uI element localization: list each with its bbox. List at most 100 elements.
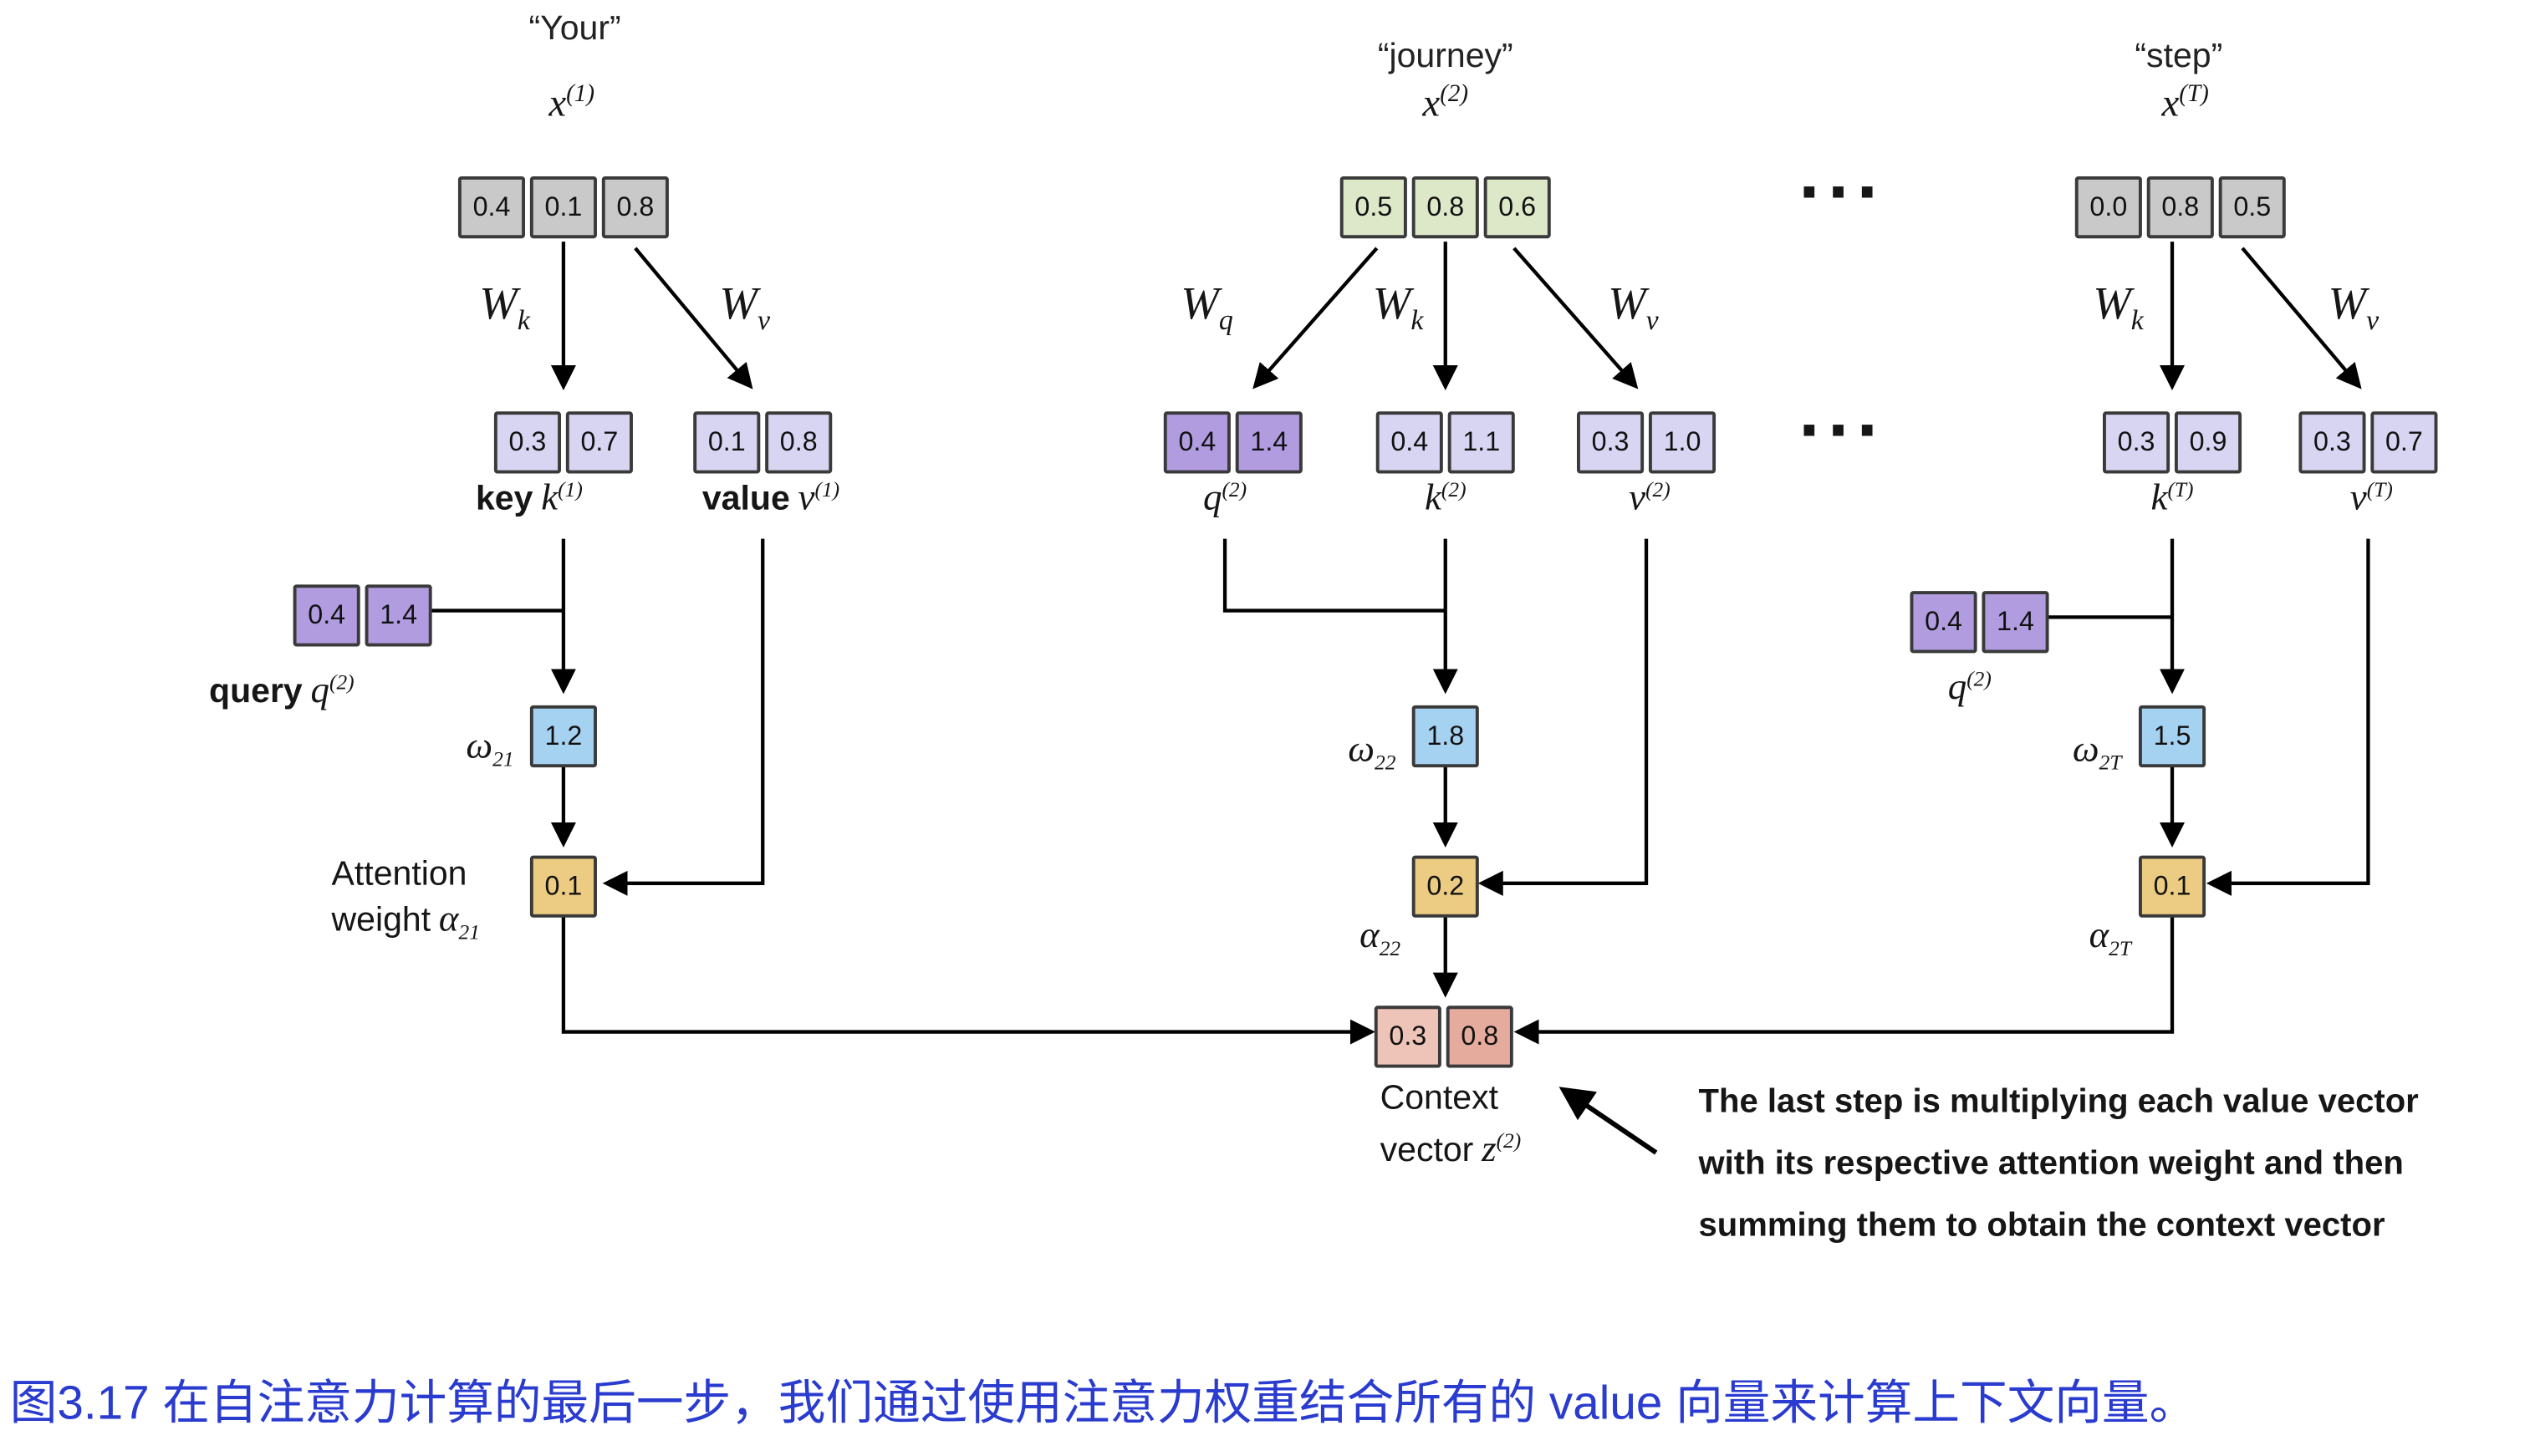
- wv1-label: Wv: [719, 277, 770, 337]
- omega2-subscript: 22: [1375, 749, 1396, 775]
- key1-symbol: k: [541, 476, 559, 518]
- alpha1-symbol: α: [438, 898, 459, 939]
- vT-label: v(T): [2350, 476, 2393, 519]
- k2-superscript: (2): [1441, 476, 1467, 501]
- alphaT-subscript: 2T: [2109, 935, 2132, 960]
- wk3-symbol: W: [2093, 279, 2131, 330]
- vector-cell: 0.4: [1163, 411, 1231, 474]
- attention-weight-cell: 0.1: [2138, 855, 2206, 918]
- wv2-symbol: W: [1608, 279, 1646, 330]
- vector-cell: 1.0: [1648, 411, 1716, 474]
- k2-label: k(2): [1425, 476, 1467, 519]
- vector-cell: 0.4: [293, 584, 360, 647]
- query1-vector: 0.4 1.4: [293, 584, 432, 647]
- wv2-label: Wv: [1608, 277, 1659, 337]
- v2-vector: 0.3 1.0: [1577, 411, 1716, 474]
- wk1-subscript: k: [517, 304, 530, 336]
- context-vector: 0.3 0.8: [1374, 1005, 1513, 1068]
- figure-caption: 图3.17 在自注意力计算的最后一步，我们通过使用注意力权重结合所有的 valu…: [9, 1377, 2197, 1431]
- v2-symbol: v: [1629, 476, 1646, 518]
- ellipsis-mid: ...: [1798, 367, 1886, 453]
- omegaT-label: ω2T: [2073, 728, 2122, 776]
- arrow-value1-to-alpha: [602, 538, 765, 896]
- alpha2-label: α22: [1359, 914, 1400, 962]
- x2-vector: 0.5 0.8 0.6: [1339, 176, 1551, 239]
- annotation-pointer-arrow: [1558, 1087, 1658, 1155]
- vT-vector: 0.3 0.7: [2298, 411, 2438, 474]
- arrow-wq-2: [1252, 247, 1379, 389]
- wq2-label: Wq: [1181, 277, 1233, 337]
- query1-word: query: [209, 672, 303, 710]
- wq2-subscript: q: [1218, 304, 1233, 336]
- key1-superscript: (1): [558, 476, 583, 501]
- wv1-symbol: W: [719, 279, 758, 330]
- context-label-line1: Context: [1380, 1079, 1499, 1117]
- wk3-label: Wk: [2093, 277, 2144, 337]
- line-q2-join: [1222, 538, 1446, 613]
- q2-label: q(2): [1203, 476, 1247, 519]
- key1-word: key: [475, 480, 533, 518]
- wv3-label: Wv: [2329, 277, 2380, 337]
- omega1-subscript: 21: [492, 746, 514, 771]
- wv2-subscript: v: [1645, 304, 1659, 336]
- arrow-v2-to-alpha: [1477, 538, 1649, 896]
- annotation-line3: summing them to obtain the context vecto…: [1698, 1206, 2385, 1245]
- xT-vector: 0.0 0.8 0.5: [2074, 176, 2286, 239]
- wk2-label: Wk: [1373, 277, 1424, 337]
- xT-symbol: x: [2161, 83, 2180, 126]
- token-word-step: “step”: [2135, 37, 2223, 75]
- omegaT-symbol: ω: [2072, 728, 2099, 770]
- value1-symbol: v: [798, 476, 815, 518]
- xT-superscript: (T): [2179, 81, 2209, 108]
- kT-symbol: k: [2150, 476, 2168, 518]
- vector-cell: 0.9: [2174, 411, 2242, 474]
- annotation-line1: The last step is multiplying each value …: [1698, 1082, 2419, 1121]
- query1-symbol: q: [310, 669, 329, 710]
- key1-vector: 0.3 0.7: [493, 411, 633, 474]
- vector-cell: 0.0: [2074, 176, 2142, 239]
- kT-label: k(T): [2150, 476, 2193, 519]
- x1-label: x(1): [548, 82, 594, 128]
- x1-superscript: (1): [566, 81, 595, 108]
- vector-cell: 1.4: [1982, 591, 2049, 654]
- q2-symbol: q: [1202, 476, 1222, 518]
- vector-cell: 0.3: [493, 411, 561, 474]
- vT-superscript: (T): [2366, 476, 2393, 501]
- omega2-box: 1.8: [1411, 705, 1479, 768]
- wk1-symbol: W: [479, 279, 518, 330]
- vector-cell: 0.4: [1910, 591, 1977, 654]
- query3-superscript: (2): [1966, 665, 1992, 691]
- k2-symbol: k: [1424, 476, 1441, 518]
- omega2-label: ω22: [1348, 728, 1395, 776]
- query3-label: q(2): [1948, 666, 1992, 709]
- x2-symbol: x: [1422, 83, 1441, 126]
- alphaT-box: 0.1: [2138, 855, 2206, 918]
- x2-label: x(2): [1422, 82, 1468, 128]
- vector-cell: 1.4: [365, 584, 432, 647]
- alpha1-label-line1: Attention: [331, 855, 467, 893]
- attention-score-cell: 1.8: [1411, 705, 1479, 768]
- alphaT-label: α2T: [2089, 914, 2131, 962]
- vector-cell: 0.8: [765, 411, 833, 474]
- query3-vector: 0.4 1.4: [1910, 591, 2049, 654]
- token-word-journey: “journey”: [1377, 37, 1513, 75]
- alpha1-box: 0.1: [529, 855, 597, 918]
- wv3-symbol: W: [2328, 279, 2367, 330]
- wv3-subscript: v: [2366, 304, 2380, 336]
- token-word-your: “Your”: [528, 9, 621, 48]
- query3-symbol: q: [1947, 665, 1967, 707]
- arrow-alpha1-to-context: [561, 914, 1375, 1045]
- value1-superscript: (1): [814, 476, 840, 501]
- v2-superscript: (2): [1645, 476, 1671, 501]
- vector-cell: 0.4: [1375, 411, 1443, 474]
- omega1-label: ω21: [466, 725, 513, 772]
- v2-label: v(2): [1629, 476, 1671, 519]
- omega1-box: 1.2: [529, 705, 597, 768]
- wk3-subscript: k: [2130, 304, 2144, 336]
- wq2-symbol: W: [1181, 279, 1219, 330]
